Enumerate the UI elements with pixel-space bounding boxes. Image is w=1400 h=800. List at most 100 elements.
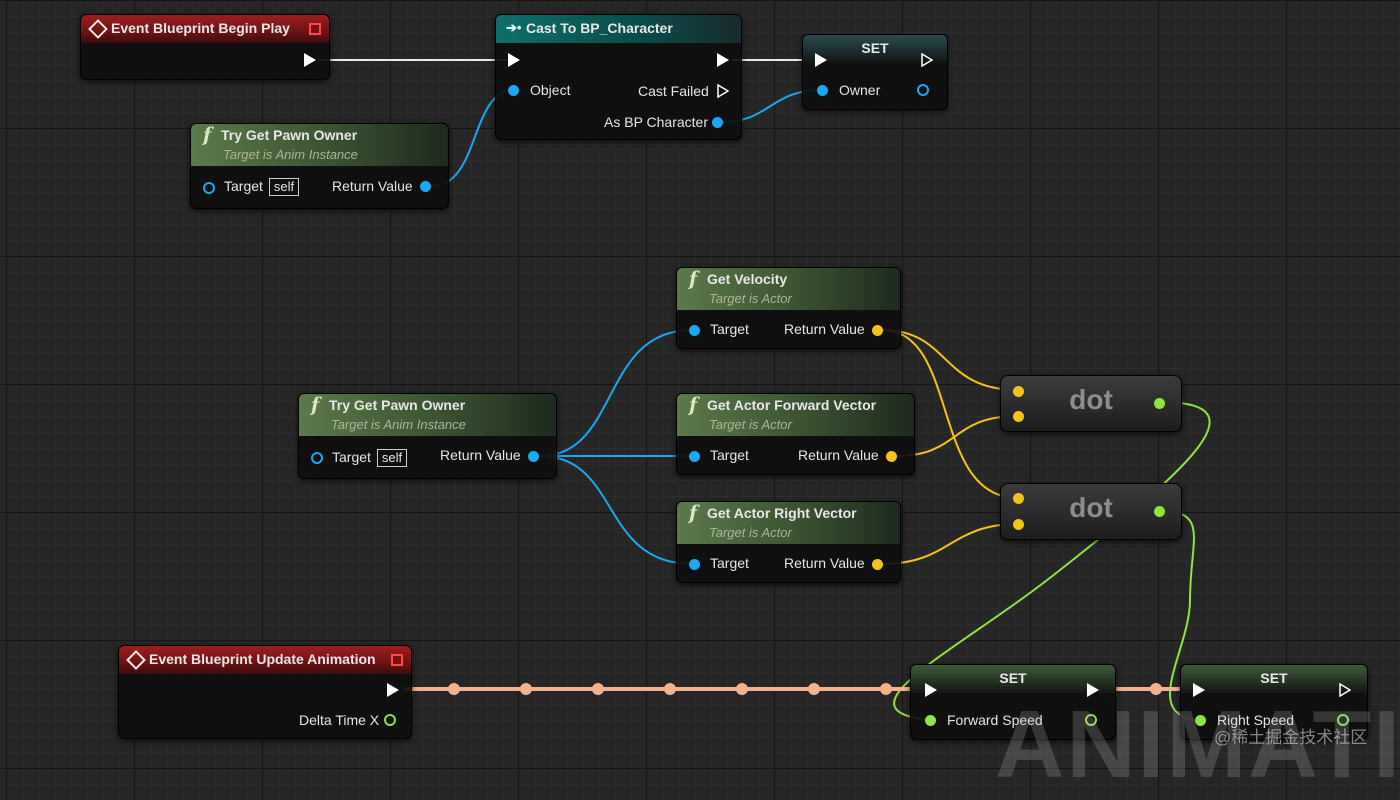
function-icon: f (311, 394, 320, 416)
node-header[interactable]: f Get Actor Forward Vector Target is Act… (677, 394, 914, 436)
exec-out-pin[interactable] (921, 53, 933, 67)
forward-speed-pin-label: Forward Speed (947, 712, 1043, 728)
node-subtitle: Target is Actor (709, 417, 792, 432)
float-output-pin[interactable] (1154, 398, 1165, 409)
exec-in-pin[interactable] (925, 683, 937, 697)
vector-wire-right-dot2 (881, 523, 1019, 565)
float-output-pin[interactable] (1154, 506, 1165, 517)
return-value-pin-label: Return Value (784, 321, 865, 337)
target-pin-label: Target self (332, 449, 408, 467)
node-subtitle: Target is Actor (709, 291, 792, 306)
node-header[interactable]: f Get Actor Right Vector Target is Actor (677, 502, 900, 544)
function-icon: f (689, 394, 698, 416)
get-velocity-node[interactable]: f Get Velocity Target is Actor Target Re… (676, 267, 901, 349)
target-input-pin[interactable] (689, 451, 700, 462)
node-title: Try Get Pawn Owner (329, 397, 466, 413)
cast-failed-exec-pin[interactable] (717, 84, 729, 98)
node-title: Event Blueprint Update Animation (149, 651, 376, 667)
delta-time-output-pin[interactable] (384, 714, 396, 726)
node-title: SET (861, 40, 889, 56)
vector-a-input-pin[interactable] (1013, 493, 1024, 504)
return-value-output-pin[interactable] (886, 451, 897, 462)
get-actor-right-vector-node[interactable]: f Get Actor Right Vector Target is Actor… (676, 501, 901, 583)
event-begin-play-node[interactable]: Event Blueprint Begin Play (80, 14, 330, 80)
function-icon: f (203, 124, 212, 146)
node-header[interactable]: SET (911, 665, 1115, 693)
return-value-output-pin[interactable] (528, 451, 539, 462)
object-pin-label: Object (530, 82, 571, 98)
dot-product-node-2[interactable]: dot (1000, 483, 1182, 540)
node-header[interactable]: f Get Velocity Target is Actor (677, 268, 900, 310)
cast-to-bp-character-node[interactable]: ➔• Cast To BP_Character Object Cast Fail… (495, 14, 742, 140)
node-title: Get Actor Right Vector (707, 505, 857, 521)
event-diamond-icon (126, 650, 146, 670)
return-value-output-pin[interactable] (420, 181, 431, 192)
return-value-output-pin[interactable] (872, 559, 883, 570)
node-subtitle: Target is Anim Instance (331, 417, 466, 432)
target-label: Target (332, 449, 371, 465)
node-title: SET (1260, 670, 1288, 686)
as-bp-character-output-pin[interactable] (712, 117, 723, 128)
delta-time-pin-label: Delta Time X (299, 712, 380, 728)
node-header[interactable]: SET (1181, 665, 1367, 693)
target-input-pin[interactable] (689, 325, 700, 336)
node-header[interactable]: SET (803, 35, 947, 63)
get-actor-forward-vector-node[interactable]: f Get Actor Forward Vector Target is Act… (676, 393, 915, 475)
node-header[interactable]: f Try Get Pawn Owner Target is Anim Inst… (191, 124, 448, 166)
object-wire-pawn-velocity (539, 329, 693, 457)
exec-out-pin[interactable] (1339, 683, 1351, 697)
target-input-pin[interactable] (689, 559, 700, 570)
stop-square-icon (391, 654, 403, 666)
node-subtitle: Target is Anim Instance (223, 147, 358, 162)
try-get-pawn-owner-node-top[interactable]: f Try Get Pawn Owner Target is Anim Inst… (190, 123, 449, 209)
node-header[interactable]: Event Blueprint Update Animation (119, 646, 411, 674)
cast-arrow-icon: ➔• (506, 20, 522, 35)
exec-in-pin[interactable] (508, 53, 520, 67)
owner-input-pin[interactable] (817, 85, 828, 96)
target-input-pin[interactable] (203, 182, 215, 194)
self-default-box[interactable]: self (268, 178, 300, 196)
dot-product-node-1[interactable]: dot (1000, 375, 1182, 432)
self-default-box[interactable]: self (376, 449, 408, 467)
dot-label: dot (1069, 384, 1113, 415)
return-value-output-pin[interactable] (872, 325, 883, 336)
try-get-pawn-owner-node-mid[interactable]: f Try Get Pawn Owner Target is Anim Inst… (298, 393, 557, 479)
vector-a-input-pin[interactable] (1013, 386, 1024, 397)
owner-output-pin[interactable] (917, 84, 929, 96)
exec-out-pin[interactable] (387, 683, 399, 697)
exec-out-pin[interactable] (717, 53, 729, 67)
node-header[interactable]: ➔• Cast To BP_Character (496, 15, 741, 43)
vector-b-input-pin[interactable] (1013, 411, 1024, 422)
set-right-speed-node[interactable]: SET Right Speed (1180, 664, 1368, 740)
object-input-pin[interactable] (508, 85, 519, 96)
dot-label: dot (1069, 492, 1113, 523)
right-speed-output-pin[interactable] (1337, 714, 1349, 726)
exec-out-pin[interactable] (1087, 683, 1099, 697)
target-pin-label: Target (710, 321, 749, 337)
node-title: Get Velocity (707, 271, 788, 287)
set-forward-speed-node[interactable]: SET Forward Speed (910, 664, 1116, 740)
object-wire-pawn-right (539, 455, 693, 565)
function-icon: f (689, 268, 698, 290)
right-speed-input-pin[interactable] (1195, 715, 1206, 726)
target-label: Target (224, 178, 263, 194)
event-update-animation-node[interactable]: Event Blueprint Update Animation Delta T… (118, 645, 412, 739)
forward-speed-output-pin[interactable] (1085, 714, 1097, 726)
set-owner-node[interactable]: SET Owner (802, 34, 948, 110)
return-value-pin-label: Return Value (798, 447, 879, 463)
exec-in-pin[interactable] (815, 53, 827, 67)
as-bp-character-pin-label: As BP Character (604, 114, 709, 130)
node-title: Try Get Pawn Owner (221, 127, 358, 143)
exec-in-pin[interactable] (1193, 683, 1205, 697)
function-icon: f (689, 502, 698, 524)
target-pin-label: Target (710, 555, 749, 571)
vector-b-input-pin[interactable] (1013, 519, 1024, 530)
node-title: Cast To BP_Character (526, 20, 673, 36)
forward-speed-input-pin[interactable] (925, 715, 936, 726)
target-input-pin[interactable] (311, 452, 323, 464)
return-value-pin-label: Return Value (332, 178, 413, 194)
node-header[interactable]: f Try Get Pawn Owner Target is Anim Inst… (299, 394, 556, 436)
node-header[interactable]: Event Blueprint Begin Play (81, 15, 329, 43)
exec-out-pin[interactable] (304, 53, 316, 67)
